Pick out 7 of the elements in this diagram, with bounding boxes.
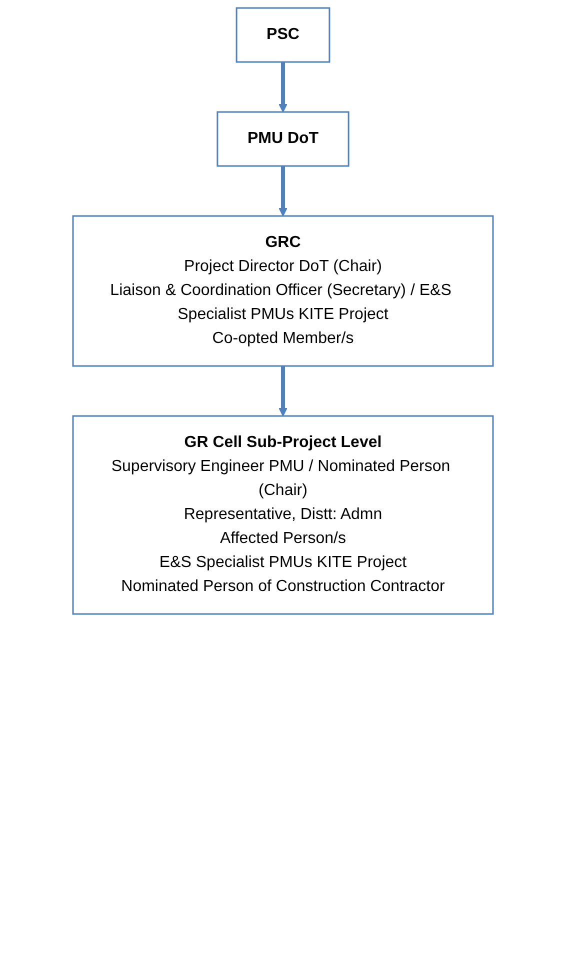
node-box: GR Cell Sub-Project Level Supervisory Engineer PMU / Nominated Person (Chair) Representative, Distt: Admn Affected Person/s E&S Specialist PMUs KITE Project Nominated Person of Construction Contractor (72, 415, 494, 615)
arrow (278, 366, 288, 416)
node-box: PSC (236, 7, 330, 63)
arrow (278, 166, 288, 216)
node-box: GRC Project Director DoT (Chair) Liaison & Coordination Officer (Secretary) / E&S Specialist PMUs KITE Project Co-opted Member/s (72, 215, 494, 367)
arrow (278, 62, 288, 112)
node-box: PMU DoT (216, 111, 350, 167)
